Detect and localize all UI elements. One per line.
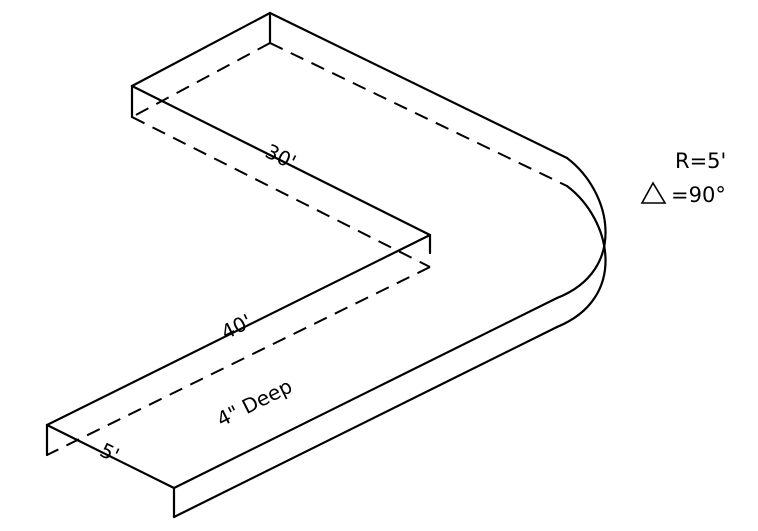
depth-label: 4" Deep [213, 374, 296, 432]
dimension-label-30ft: 30' [261, 139, 299, 174]
angle-label: =90° [671, 183, 726, 207]
top-edge-inner-lower [45, 233, 432, 427]
hidden-edge-inner-upper [131, 116, 431, 268]
top-edge-inner-upper [130, 84, 432, 237]
delta-triangle-icon [640, 181, 667, 204]
dimension-label-5ft: 5' [96, 438, 123, 468]
hidden-edge-back-outer [269, 42, 568, 187]
hidden-edge-inner-lower [46, 266, 431, 456]
hidden-edge-back-left [131, 42, 271, 118]
top-edge-curve [555, 156, 607, 300]
bottom-edge-curve [555, 184, 607, 329]
top-edge-outer-lower [172, 296, 559, 490]
radius-label: R=5' [675, 149, 726, 173]
bottom-edge-front [172, 325, 559, 519]
top-edge-left-upper [130, 11, 272, 88]
top-edge-outer-upper [268, 11, 569, 160]
top-edge-left-lower [45, 423, 176, 490]
dimension-label-40ft: 40' [217, 309, 255, 344]
